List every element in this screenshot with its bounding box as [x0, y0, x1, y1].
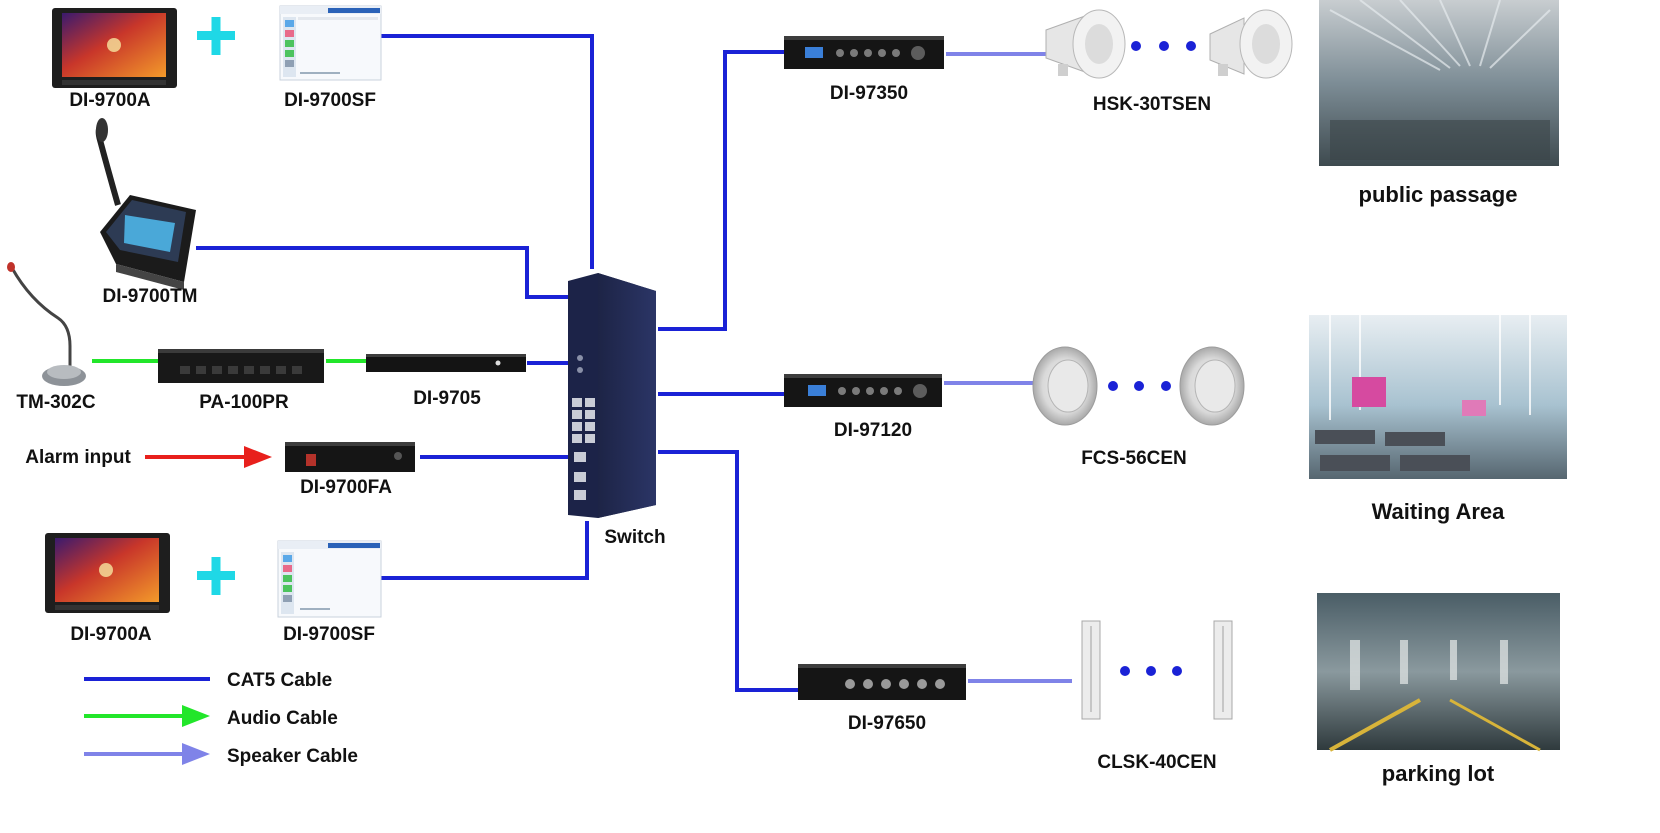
- label-di-9700a-top: DI-9700A: [69, 90, 151, 111]
- ceiling-speaker-icon: [1032, 346, 1098, 426]
- legend-speaker-label: Speaker Cable: [227, 746, 358, 767]
- label-fcs-56cen: FCS-56CEN: [1081, 448, 1187, 469]
- di-97120-amplifier: [784, 374, 942, 407]
- di-9700fa-device: [285, 442, 415, 472]
- label-di-9700fa: DI-9700FA: [300, 477, 392, 498]
- parking-lot-photo: [1317, 593, 1560, 752]
- label-hsk-30tsen: HSK-30TSEN: [1093, 94, 1211, 115]
- cable-sf-bottom-to-switch: [381, 521, 589, 580]
- di-9700tm-device: [95, 118, 196, 290]
- di-9700sf-top-software: [279, 5, 382, 81]
- pa-100pr-device: [158, 349, 324, 383]
- label-switch: Switch: [604, 527, 665, 548]
- di-9700a-top-device: [52, 8, 177, 88]
- label-parking-lot: parking lot: [1382, 761, 1495, 786]
- di-9700sf-bottom-software: [277, 540, 382, 618]
- alarm-arrow: [145, 446, 272, 468]
- horn-speaker-icon: [1045, 9, 1126, 79]
- legend-speaker-arrow: [84, 743, 210, 765]
- di-9705-device: [366, 354, 526, 372]
- label-di-9700tm: DI-9700TM: [102, 286, 197, 307]
- tm-302c-microphone: [7, 262, 86, 386]
- label-di-9700sf-top: DI-9700SF: [284, 90, 376, 111]
- label-di-9700sf-bottom: DI-9700SF: [283, 624, 375, 645]
- plus-icon: [197, 557, 235, 595]
- label-di-9705: DI-9705: [413, 388, 481, 409]
- di-97650-amplifier: [798, 664, 966, 700]
- di-9700a-bottom-device: [45, 533, 170, 613]
- label-alarm-input: Alarm input: [25, 447, 131, 468]
- label-di-9700a-bottom: DI-9700A: [70, 624, 152, 645]
- cable-sf-top-to-switch: [381, 34, 594, 269]
- ceiling-speaker-icon: [1179, 346, 1245, 426]
- plus-icon: [197, 17, 235, 55]
- cable-tm-to-switch: [196, 246, 568, 299]
- legend-audio-label: Audio Cable: [227, 708, 338, 729]
- cable-switch-to-97650: [658, 450, 798, 692]
- horn-speaker-icon: [1209, 9, 1293, 79]
- network-switch: [568, 273, 656, 518]
- label-di-97350: DI-97350: [830, 83, 908, 104]
- label-pa-100pr: PA-100PR: [199, 392, 289, 413]
- legend-cat5-label: CAT5 Cable: [227, 670, 332, 691]
- column-speaker-icon: [1213, 620, 1233, 720]
- speaker-cables: [944, 52, 1072, 683]
- di-97350-amplifier: [784, 36, 944, 69]
- label-di-97650: DI-97650: [848, 713, 926, 734]
- label-di-97120: DI-97120: [834, 420, 912, 441]
- column-speaker-icon: [1081, 620, 1101, 720]
- speaker-continuation-dots: [1131, 41, 1196, 51]
- cable-switch-to-97350: [658, 50, 784, 331]
- public-passage-photo: [1319, 0, 1559, 166]
- waiting-area-photo: [1309, 315, 1567, 479]
- labels: DI-9700A DI-9700SF DI-9700TM TM-302C PA-…: [16, 83, 1517, 786]
- label-clsk-40cen: CLSK-40CEN: [1097, 752, 1216, 773]
- cat5-cables: [196, 34, 798, 692]
- legend-audio-arrow: [84, 705, 210, 727]
- label-tm-302c: TM-302C: [16, 392, 95, 413]
- label-waiting-area: Waiting Area: [1372, 499, 1506, 524]
- label-public-passage: public passage: [1359, 182, 1518, 207]
- speaker-continuation-dots: [1108, 381, 1171, 391]
- legend: [84, 677, 210, 765]
- speaker-continuation-dots: [1120, 666, 1182, 676]
